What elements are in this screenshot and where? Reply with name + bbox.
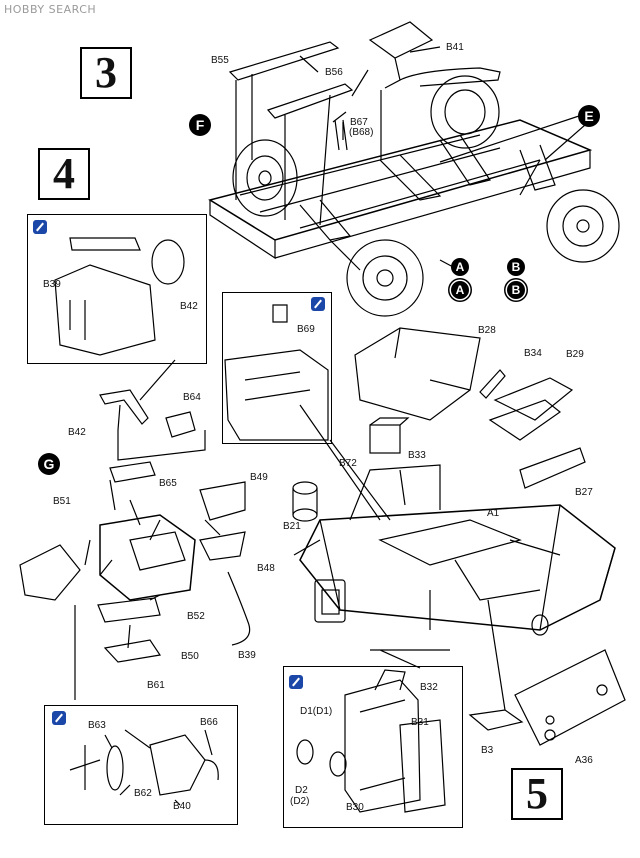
part-label-b33: B33 [408, 450, 426, 461]
glue-brush-icon [33, 220, 47, 234]
part-label-b49: B49 [250, 472, 268, 483]
inset-sketch-fan [69, 729, 219, 806]
connector-b-bottom: B [507, 281, 525, 299]
part-label-b62: B62 [134, 788, 152, 799]
part-label-b40: B40 [173, 801, 191, 812]
part-label-b27: B27 [575, 487, 593, 498]
inset-sketch-top-left [54, 237, 185, 356]
part-label-b32: B32 [420, 682, 438, 693]
part-label-a1: A1 [487, 508, 500, 519]
glue-brush-icon [311, 297, 325, 311]
inset-fan-detail [44, 705, 238, 825]
part-label-b21: B21 [283, 521, 301, 532]
part-label-b66: B66 [200, 717, 218, 728]
part-label-b51: B51 [53, 496, 71, 507]
part-label-b39-inset: B39 [43, 279, 61, 290]
part-label-b61: B61 [147, 680, 165, 691]
part-label-b48: B48 [257, 563, 275, 574]
engine-drawing [19, 359, 450, 700]
section-marker-f: F [189, 114, 211, 136]
inset-radiator-detail [283, 666, 463, 828]
part-label-b41: B41 [446, 42, 464, 53]
part-label-b55: B55 [211, 55, 229, 66]
part-label-b72: B72 [339, 458, 357, 469]
part-label-b65: B65 [159, 478, 177, 489]
part-label-d2: D2 [295, 785, 308, 796]
section-marker-g: G [38, 453, 60, 475]
connector-b-top: B [507, 258, 525, 276]
part-label-b34: B34 [524, 348, 542, 359]
part-label-b64: B64 [183, 392, 201, 403]
part-label-b30: B30 [346, 802, 364, 813]
part-label-b42-inset: B42 [180, 301, 198, 312]
part-label-b42: B42 [68, 427, 86, 438]
connector-a-top: A [451, 258, 469, 276]
part-label-b63: B63 [88, 720, 106, 731]
connector-a-bottom: A [451, 281, 469, 299]
part-label-a36: A36 [575, 755, 593, 766]
step-number-5: 5 [511, 768, 563, 820]
part-label-b28: B28 [478, 325, 496, 336]
step-number-4: 4 [38, 148, 90, 200]
inset-sketch-firewall [224, 304, 329, 441]
glue-brush-icon [289, 675, 303, 689]
part-label-b52: B52 [187, 611, 205, 622]
inset-engine-detail [27, 214, 207, 364]
part-label-b68: (B68) [349, 127, 374, 138]
part-label-d1: D1(D1) [300, 706, 333, 717]
part-label-b39: B39 [238, 650, 256, 661]
glue-brush-icon [52, 711, 66, 725]
part-label-d2-alt: (D2) [290, 796, 310, 807]
body-tub-drawing [292, 327, 626, 746]
part-label-b67: B67 [350, 117, 368, 128]
part-label-b50: B50 [181, 651, 199, 662]
part-label-b31: B31 [411, 717, 429, 728]
step-number-3: 3 [80, 47, 132, 99]
inset-firewall-detail [222, 292, 332, 444]
part-label-b56: B56 [325, 67, 343, 78]
section-marker-e: E [578, 105, 600, 127]
watermark-text: HOBBY SEARCH [4, 3, 97, 16]
part-label-b29: B29 [566, 349, 584, 360]
chassis-drawing [208, 21, 620, 317]
inset-sketch-radiator [296, 669, 446, 813]
part-label-b3: B3 [481, 745, 494, 756]
part-label-b69: B69 [297, 324, 315, 335]
